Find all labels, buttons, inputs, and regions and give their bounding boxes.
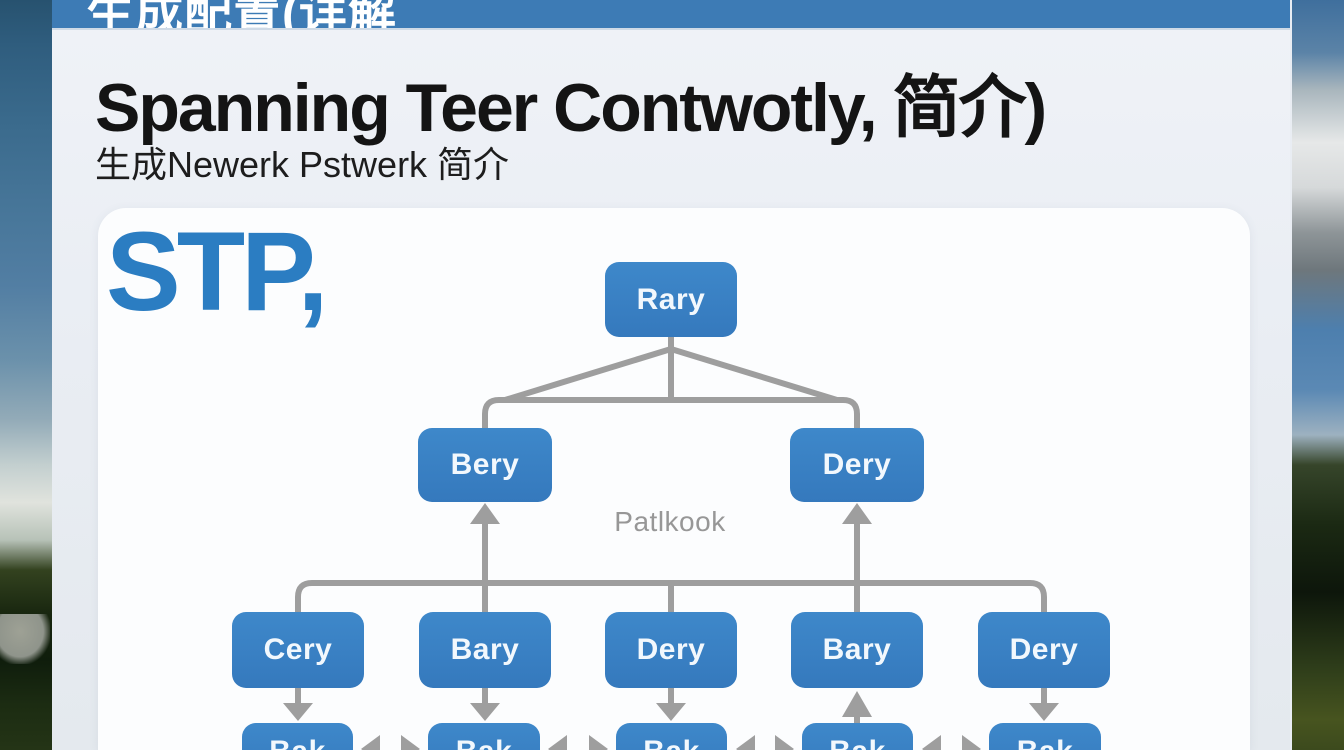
- node-level3-2: Bary: [419, 612, 551, 688]
- node-level3-1: Cery: [232, 612, 364, 688]
- node-level4-1: Bak: [242, 723, 353, 750]
- node-label: Bak: [456, 735, 513, 750]
- background-roof: [0, 614, 50, 664]
- node-level4-4: Bak: [802, 723, 913, 750]
- node-label: Bak: [1017, 735, 1074, 750]
- stp-heading: STP,: [106, 209, 328, 334]
- node-level4-3: Bak: [616, 723, 727, 750]
- node-label: Dery: [1009, 633, 1079, 666]
- header-title: 生成配置(详解: [86, 0, 397, 30]
- node-label: Bak: [269, 735, 326, 750]
- node-label: Bak: [643, 735, 700, 750]
- node-level2-left: Bery: [418, 428, 552, 502]
- node-label: Dery: [636, 633, 706, 666]
- node-label: Cery: [263, 633, 333, 666]
- node-level4-5: Bak: [989, 723, 1101, 750]
- node-root-label: Rary: [636, 282, 706, 316]
- node-level3-5: Dery: [978, 612, 1110, 688]
- page-title: Spanning Teer Contwotly, 简介): [95, 70, 1047, 146]
- background-sky-right: [1292, 0, 1344, 750]
- node-level2-right: Dery: [790, 428, 924, 502]
- node-label: Dery: [822, 448, 892, 481]
- node-label: Bak: [829, 735, 886, 750]
- node-level4-2: Bak: [428, 723, 540, 750]
- diagram-caption: Patlkook: [614, 506, 726, 537]
- node-label: Bary: [822, 633, 892, 666]
- node-root: Rary: [605, 262, 737, 337]
- header-bar: 生成配置(详解: [52, 0, 1290, 30]
- node-level3-3: Dery: [605, 612, 737, 688]
- node-level3-4: Bary: [791, 612, 923, 688]
- node-label: Bery: [450, 448, 520, 481]
- node-label: Bary: [450, 633, 520, 666]
- page-subtitle: 生成Newerk Pstwerk 简介: [95, 144, 510, 185]
